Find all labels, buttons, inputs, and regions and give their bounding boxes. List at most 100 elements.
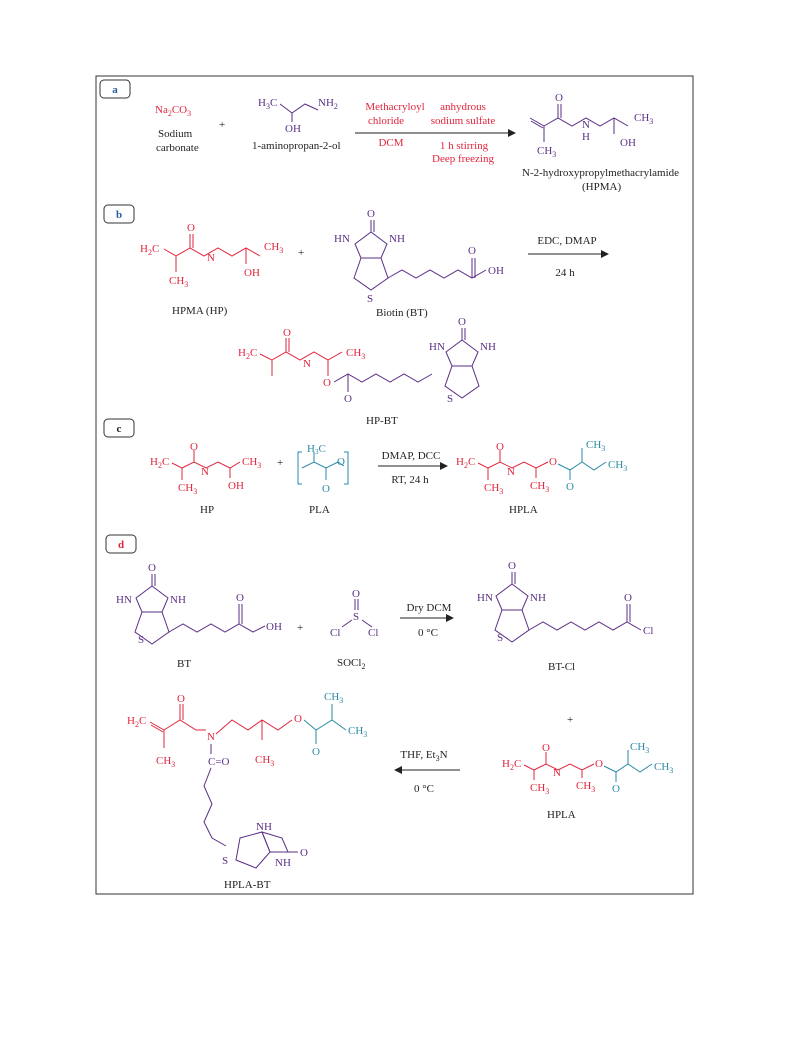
socl2-cl-a: Cl [330, 627, 340, 639]
reagent-a1-line2: chloride [368, 115, 404, 127]
socl2-cl-b: Cl [368, 627, 378, 639]
hp-bt-backbone [259, 353, 273, 376]
hpla-bt-nh-bottom: NH [275, 857, 291, 869]
hp-bt-thio-ring [444, 365, 480, 399]
hp-bt-n: N [303, 358, 311, 370]
hpla-bt-biotin-o: O [300, 847, 308, 859]
hpla-d-ch3-b: CH3 [530, 782, 549, 796]
hpla-c-ester-o: O [549, 456, 557, 468]
hpma-product-ch3-b: CH3 [537, 145, 556, 159]
hpla-d-pla-chain [603, 763, 653, 773]
sodium-carbonate-name-2: carbonate [156, 142, 199, 154]
reaction-arrow-c-head [440, 462, 448, 470]
btcl-o: O [624, 592, 632, 604]
hpla-d-pla-ch3-a: CH3 [630, 741, 649, 755]
reagent-b-bottom: 24 h [555, 267, 575, 279]
hp-bt-o: O [283, 327, 291, 339]
hp-b-label: HPMA (HP) [172, 305, 228, 317]
hpla-bt-pla-ch3-a: CH3 [324, 691, 343, 705]
hp-b-backbone [163, 248, 177, 272]
biotin-structure: O HN NH S O OH [334, 208, 504, 305]
socl2-label: SOCl2 [337, 657, 365, 671]
hpla-c-o: O [496, 441, 504, 453]
hpla-d-pla-o: O [612, 783, 620, 795]
bt-d-structure: O HN NH S O OH [116, 562, 282, 646]
hp-c-h2c: H2C [150, 456, 169, 470]
hpla-bt-linker [203, 767, 227, 847]
reagent-d2-bottom: 0 °C [414, 783, 434, 795]
btcl-label: BT-Cl [548, 661, 575, 673]
reaction-arrow-d1-head [446, 614, 454, 622]
btcl-imid-ring [495, 583, 529, 611]
hp-bt-s: S [447, 393, 453, 405]
hpla-bt-o: O [177, 693, 185, 705]
hp-c-oh: OH [228, 480, 244, 492]
hpla-d-ester-o: O [595, 758, 603, 770]
hpla-c-n: N [507, 466, 515, 478]
reagent-c-top: DMAP, DCC [382, 450, 441, 462]
bt-d-imid-ring [135, 585, 169, 613]
bt-d-nh: NH [170, 594, 186, 606]
hp-bt-ester-o: O [323, 377, 331, 389]
hp-bt-chain [271, 351, 343, 361]
plus-sign-d-1: + [297, 622, 303, 634]
hpla-bt-imid-ring [261, 831, 289, 853]
btcl-structure: O HN NH S O Cl [477, 560, 653, 644]
hp-c-chain [181, 461, 241, 469]
hpla-bt-pla-ch3-b: CH3 [348, 725, 367, 739]
hpla-bt-nh-top: NH [256, 821, 272, 833]
sodium-carbonate-name-1: Sodium [158, 128, 193, 140]
hpla-bt-pla-chain [303, 719, 347, 731]
reagent-a1-line1: Methacryloyl [365, 101, 424, 113]
pla-ester-o: O [337, 456, 345, 468]
hpla-c-pla-o: O [566, 481, 574, 493]
biotin-side-chain [387, 269, 487, 279]
hp-c-o: O [190, 441, 198, 453]
hp-c-ch3-b: CH3 [178, 482, 197, 496]
hpla-c-chain [487, 461, 549, 469]
hpma-product-h: H [582, 131, 590, 143]
hp-bt-biotin-o: O [458, 316, 466, 328]
bt-d-hn: HN [116, 594, 132, 606]
reagent-a1-line3: DCM [378, 137, 403, 149]
hpla-d-pla-ch3-b: CH3 [654, 761, 673, 775]
hpla-bt-ester-o: O [294, 713, 302, 725]
hpla-bt-h2c: H2C [127, 715, 146, 729]
hpla-c-pla-chain [557, 461, 607, 471]
reagent-c-bottom: RT, 24 h [391, 474, 429, 486]
reagent-d1-top: Dry DCM [407, 602, 452, 614]
aminopropanol-oh: OH [285, 123, 301, 135]
plus-sign-b: + [298, 247, 304, 259]
hpla-c-label: HPLA [509, 504, 538, 516]
panel-a-badge-label: a [112, 84, 118, 96]
hpla-bt-ch3-b: CH3 [156, 755, 175, 769]
hpma-product-name: N-2-hydroxypropylmethacrylamide [522, 167, 679, 179]
bt-d-thio-ring [134, 611, 170, 645]
hp-c-label: HP [200, 504, 214, 516]
bt-d-label: BT [177, 658, 191, 670]
btcl-cl: Cl [643, 625, 653, 637]
hpla-bt-s: S [222, 855, 228, 867]
hp-bt-nh: NH [480, 341, 496, 353]
reagent-d1-bottom: 0 °C [418, 627, 438, 639]
hp-b-h2c: H2C [140, 243, 159, 257]
plus-sign-d-2: + [567, 714, 573, 726]
hp-bt-structure: H2C O N CH3 O O O HN NH S [238, 316, 496, 405]
panel-d-badge [105, 534, 137, 554]
btcl-o-ring: O [508, 560, 516, 572]
hp-bt-label: HP-BT [366, 415, 398, 427]
hpla-bt-label: HPLA-BT [224, 879, 271, 891]
reaction-arrow-b-head [601, 250, 609, 258]
plus-sign-a: + [219, 119, 225, 131]
panel-c: c H2C O N CH3 CH3 OH HP + H3C O O PLA DM… [103, 418, 627, 516]
hpla-bt-pla-o: O [312, 746, 320, 758]
reagent-a2-line3: 1 h stirring [440, 140, 489, 152]
hpma-product-ch3-a: CH3 [634, 112, 653, 126]
panel-c-badge [103, 418, 135, 438]
hp-b-ch3-b: CH3 [169, 275, 188, 289]
hpla-d-h2c: H2C [502, 758, 521, 772]
panel-a: a Na2CO3 Sodium carbonate + H3C NH2 OH 1… [99, 79, 679, 193]
hpma-product-oh: OH [620, 137, 636, 149]
hpma-product-double-bond [530, 120, 544, 129]
